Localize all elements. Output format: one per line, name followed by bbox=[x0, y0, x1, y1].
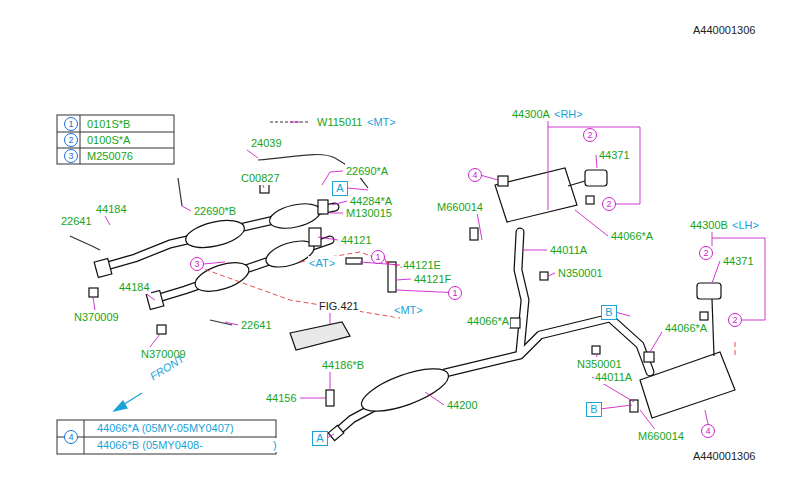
part-number: N370009 bbox=[73, 310, 120, 324]
part-number: ) bbox=[272, 438, 278, 452]
callout-circle: 3 bbox=[190, 257, 204, 271]
part-number: 44066*A (05MY-05MY0407) bbox=[96, 421, 235, 435]
part-number: FIG.421 bbox=[318, 299, 360, 313]
reference-box: B bbox=[601, 305, 617, 320]
part-number: 44300B bbox=[689, 218, 729, 232]
callout-circle: 4 bbox=[701, 424, 715, 438]
part-number: <RH> bbox=[553, 107, 584, 121]
part-number: 44011A bbox=[594, 370, 633, 384]
part-number: <AT> bbox=[308, 256, 336, 270]
part-number: 44300A bbox=[511, 107, 551, 121]
part-number: 44156 bbox=[265, 391, 298, 405]
callout-number: 4 bbox=[472, 171, 477, 180]
part-number: 44121 bbox=[340, 233, 373, 247]
callout-circle: 2 bbox=[583, 128, 597, 142]
callout-number: B bbox=[590, 404, 597, 415]
part-number: 24039 bbox=[250, 136, 283, 150]
part-number: 44066*B (05MY0408- bbox=[96, 438, 204, 452]
callout-number: 3 bbox=[194, 260, 199, 269]
part-number: 44066*A bbox=[610, 229, 654, 243]
part-number: 44121F bbox=[413, 272, 452, 286]
callout-circle: 4 bbox=[468, 168, 482, 182]
callout-circle: 2 bbox=[699, 246, 713, 260]
callout-circle: 1 bbox=[448, 286, 462, 300]
part-number: 44011A bbox=[549, 243, 588, 257]
part-number: N350001 bbox=[576, 357, 623, 371]
part-number: W115011 bbox=[316, 115, 363, 129]
callout-number: 2 bbox=[68, 136, 73, 145]
callout-number: 1 bbox=[375, 253, 380, 262]
part-number: 22690*A bbox=[345, 164, 389, 178]
callout-circle: 2 bbox=[602, 197, 616, 211]
callout-number: 1 bbox=[452, 289, 457, 298]
callout-circle: 3 bbox=[64, 149, 78, 163]
callout-number: A bbox=[336, 183, 343, 194]
callout-number: A bbox=[316, 433, 323, 444]
part-number: A440001306 bbox=[692, 449, 756, 463]
part-number: 44200 bbox=[446, 398, 479, 412]
reference-box: A bbox=[332, 181, 348, 196]
reference-box: A bbox=[312, 431, 328, 446]
part-number: N350001 bbox=[557, 266, 604, 280]
callout-circle: 1 bbox=[371, 250, 385, 264]
callout-number: 4 bbox=[68, 433, 73, 442]
callout-number: B bbox=[605, 307, 612, 318]
callout-number: 3 bbox=[68, 152, 73, 161]
part-number: 22690*B bbox=[193, 204, 237, 218]
part-number: C00827 bbox=[240, 171, 281, 185]
reference-box: B bbox=[586, 402, 602, 417]
part-number: 44184 bbox=[95, 202, 128, 216]
part-number: 44066*A bbox=[664, 321, 708, 335]
part-number: 22641 bbox=[240, 318, 273, 332]
part-number: M130015 bbox=[345, 206, 393, 220]
part-number: 22641 bbox=[60, 214, 93, 228]
callout-number: 2 bbox=[703, 249, 708, 258]
callout-number: 2 bbox=[587, 131, 592, 140]
part-number: 0101S*B bbox=[86, 117, 131, 131]
part-number: <LH> bbox=[731, 218, 760, 232]
callout-circle: 2 bbox=[728, 313, 742, 327]
part-number: 44371 bbox=[598, 148, 631, 162]
part-number: 44186*B bbox=[321, 358, 365, 372]
part-number: A440001306 bbox=[692, 23, 756, 37]
callout-number: 4 bbox=[705, 427, 710, 436]
part-number: <MT> bbox=[393, 303, 424, 317]
part-number: 44184 bbox=[118, 280, 151, 294]
callout-circle: 1 bbox=[64, 117, 78, 131]
callout-circle: 2 bbox=[64, 133, 78, 147]
part-number: M660014 bbox=[436, 200, 484, 214]
callout-number: 2 bbox=[606, 200, 611, 209]
part-number: M660014 bbox=[637, 429, 685, 443]
callout-number: 1 bbox=[68, 120, 73, 129]
part-number: 0100S*A bbox=[86, 133, 131, 147]
callout-circle: 4 bbox=[64, 430, 78, 444]
part-number: 44066*A bbox=[466, 314, 510, 328]
part-number: M250076 bbox=[86, 149, 134, 163]
part-number: 44371 bbox=[722, 254, 755, 268]
part-number: <MT> bbox=[366, 115, 397, 129]
callout-number: 2 bbox=[732, 316, 737, 325]
part-number: 44121E bbox=[402, 258, 442, 272]
